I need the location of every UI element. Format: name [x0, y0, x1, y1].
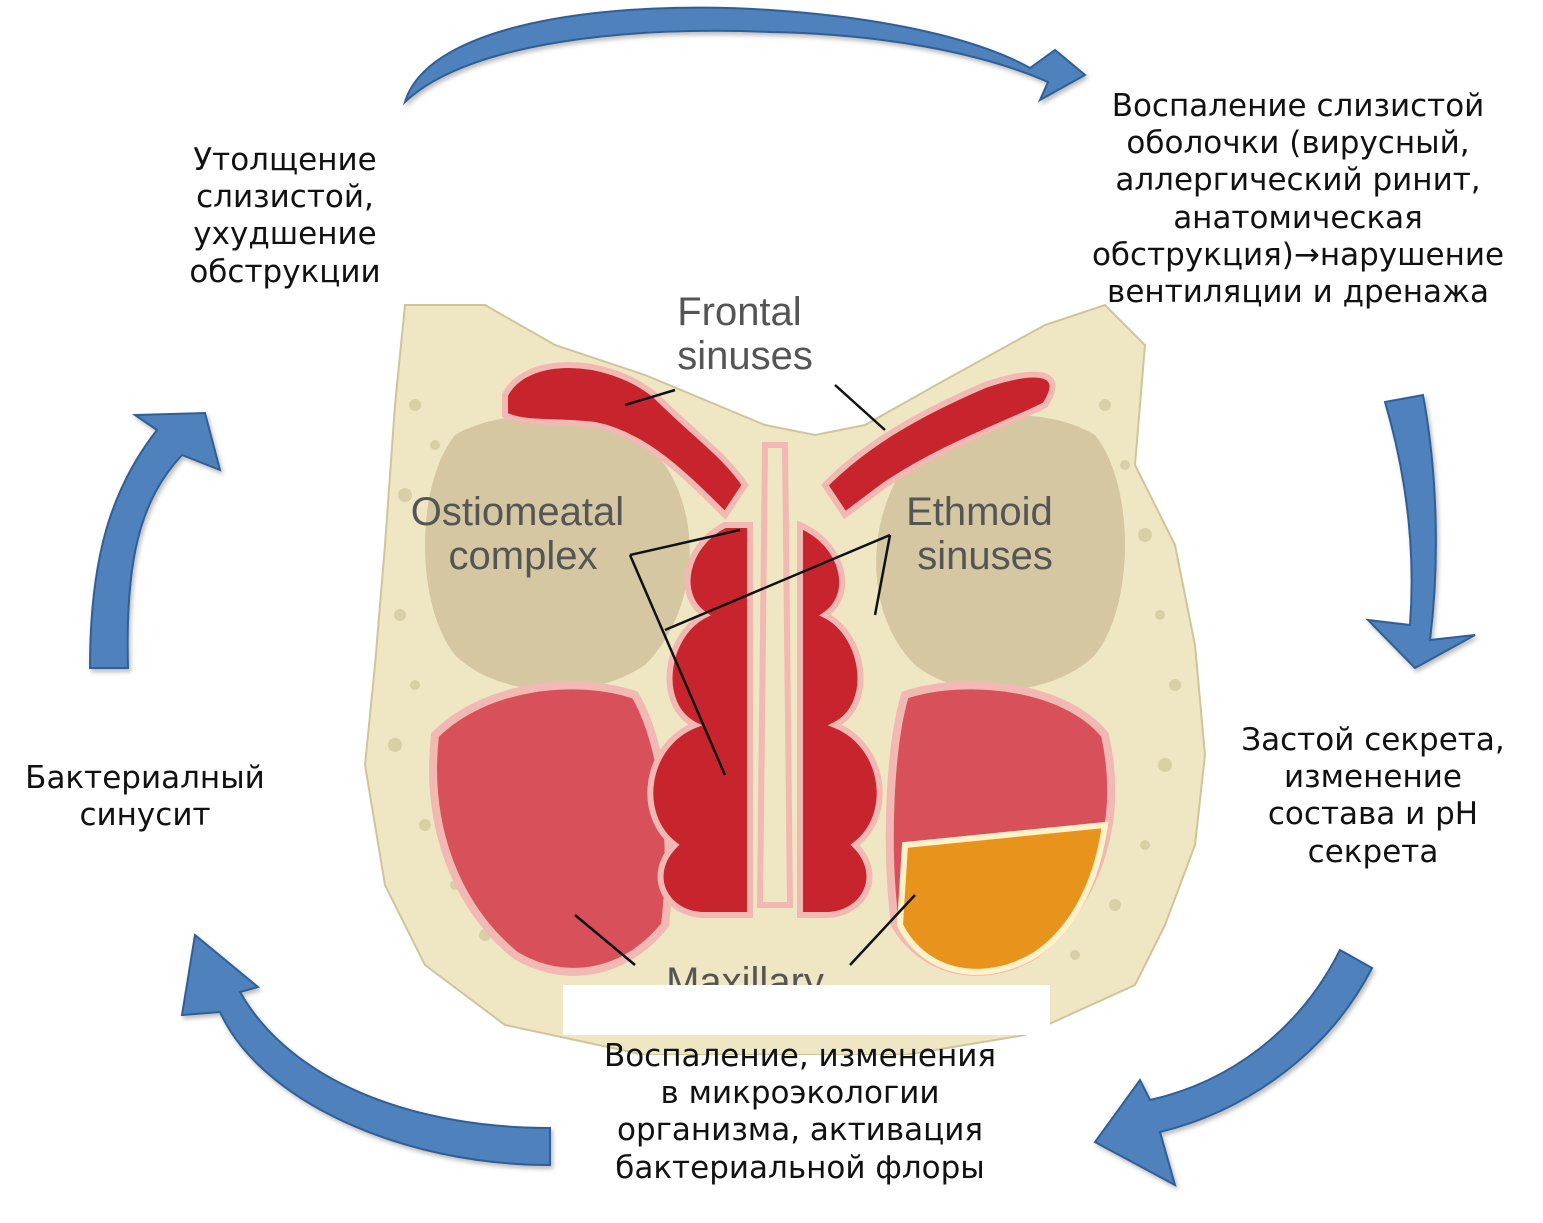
arrow-bottom-left: [182, 935, 550, 1165]
node-bacterial-activation: Воспаление, изменения в микроэкологии ор…: [560, 1038, 1040, 1187]
node-bacterial-sinusitis: Бактериалный синусит: [0, 760, 290, 834]
arrow-left: [90, 413, 220, 668]
node-mucosal-inflammation: Воспаление слизистой оболочки (вирусный,…: [1058, 88, 1538, 311]
node-secretion-stasis: Застой секрета, изменение состава и pH с…: [1228, 722, 1518, 871]
arrow-top: [405, 8, 1085, 102]
arrow-right: [1368, 395, 1475, 668]
arrow-bottom-right: [1095, 950, 1372, 1185]
node-mucosal-thickening: Утолщение слизистой, ухудшение обструкци…: [160, 142, 410, 291]
